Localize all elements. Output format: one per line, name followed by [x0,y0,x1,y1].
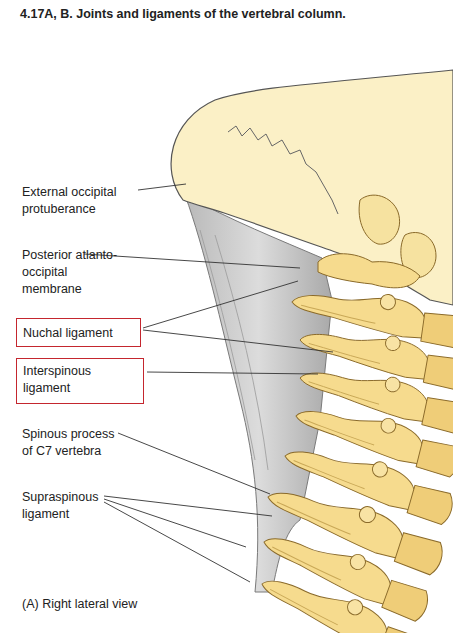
structure-label: Supraspinous ligament [22,489,106,523]
figure-title: 4.17A, B. Joints and ligaments of the ve… [20,6,346,23]
view-caption: (A) Right lateral view [22,596,137,613]
structure-label: Spinous process of C7 vertebra [22,426,118,460]
ligament-label: Nuchal ligament [23,325,113,342]
structure-label: Posterior atlanto-occipital membrane [22,247,128,298]
highlight-box: Nuchal ligament [16,318,141,347]
structure-label: External occipital protuberance [22,184,134,218]
ligament-label: Interspinous ligament [23,363,123,397]
highlight-box: Interspinous ligament [16,358,144,404]
